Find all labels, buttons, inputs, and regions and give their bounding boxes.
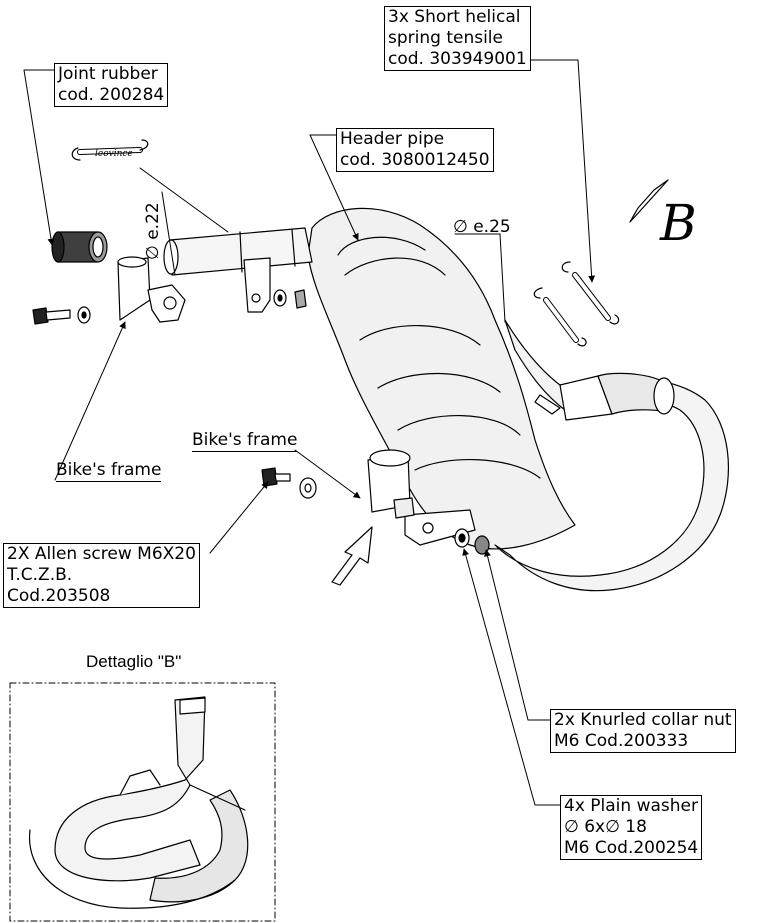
header-pipe [163, 227, 313, 276]
detail-b-title: Dettaglio "B" [86, 652, 182, 671]
insertion-arrow [331, 526, 373, 586]
view-b-letter: B [660, 194, 697, 252]
dim-25-line [499, 233, 506, 323]
plain-washer-label: 4x Plain washer ∅ 6x∅ 18 M6 Cod.200254 [560, 795, 703, 860]
expansion-chamber [307, 207, 576, 550]
diameter-25-label: ∅ e.25 [453, 217, 511, 237]
tail-curve [494, 319, 729, 592]
spring-right-1 [561, 261, 620, 325]
view-b-arrow [629, 179, 669, 223]
knurled-nut-label: 2x Knurled collar nut M6 Cod.200333 [550, 709, 736, 753]
header-bracket [243, 257, 271, 313]
detail-b-drawing [28, 696, 249, 909]
rear-bracket [404, 509, 476, 546]
allen-screw-label: 2X Allen screw M6X20 T.C.Z.B. Cod.203508 [3, 543, 200, 608]
nut-left [294, 289, 307, 309]
bikes-frame-left-label: Bike's frame [56, 460, 162, 482]
nut-rear [474, 535, 490, 555]
frame-clamp-left [117, 256, 186, 323]
joint-rubber [51, 231, 108, 263]
spring-tensile-label: 3x Short helical spring tensile cod. 303… [384, 6, 531, 71]
dim-22-line [161, 191, 176, 276]
spring-brand-left: leovince [95, 149, 133, 159]
header-pipe-label: Header pipe cod. 3080012450 [336, 128, 494, 172]
spring-left [71, 139, 149, 161]
bikes-frame-center-label: Bike's frame [192, 430, 298, 452]
leader-lines [23, 59, 596, 806]
screw-left [32, 307, 71, 325]
diameter-22-label: ∅ e.22 [143, 202, 163, 260]
screw-center [261, 467, 291, 487]
frame-tube-center [367, 449, 415, 519]
joint-rubber-label: Joint rubber cod. 200284 [54, 63, 169, 107]
spring-right-2 [533, 287, 587, 347]
detail-b-frame [9, 682, 276, 922]
